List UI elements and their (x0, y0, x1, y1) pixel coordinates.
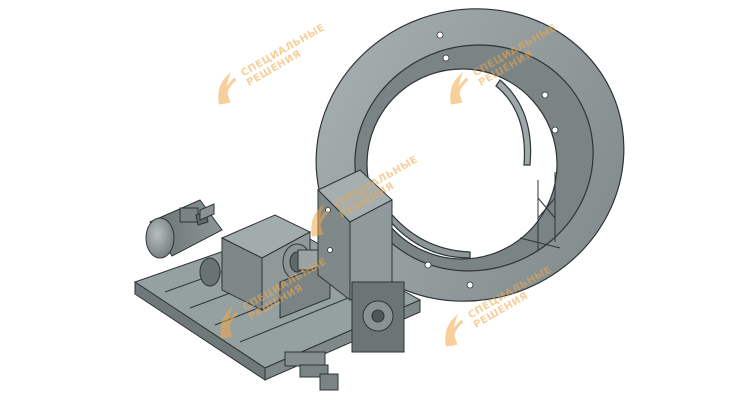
electric-motor (145, 199, 223, 259)
fan-housing-ring (315, 8, 625, 302)
fan-outlet-duct (317, 169, 405, 353)
shaft-bearing (279, 243, 331, 319)
housing-bolts (325, 31, 559, 289)
support-frame (519, 172, 561, 250)
